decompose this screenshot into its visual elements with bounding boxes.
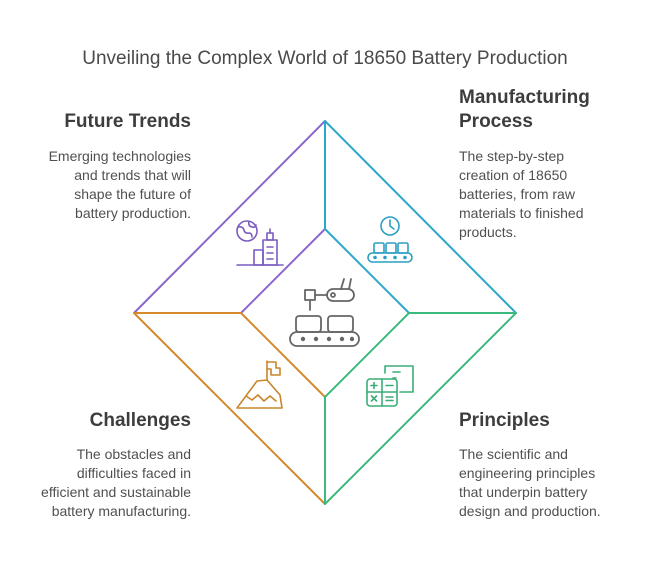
manufacturing-quadrant: [324, 120, 517, 314]
manufacturing-heading-line: Process: [459, 111, 533, 132]
calculator-document-icon: [366, 365, 414, 407]
challenges-description: The obstacles and difficulties faced in …: [41, 445, 191, 521]
manufacturing-desc-line: products.: [459, 224, 517, 240]
manufacturing-heading-line: Manufacturing: [459, 87, 590, 108]
principles-quadrant: [324, 312, 517, 505]
challenges-desc-line: The obstacles and: [76, 446, 191, 462]
future-trends-description: Emerging technologies and trends that wi…: [49, 147, 191, 223]
challenges-quadrant: [133, 312, 326, 505]
manufacturing-heading: Manufacturing Process: [459, 86, 590, 134]
future-trends-quadrant: [133, 120, 326, 314]
robot-arm-conveyor-icon: [289, 278, 360, 347]
manufacturing-desc-line: materials to finished: [459, 205, 584, 221]
challenges-desc-line: efficient and sustainable: [41, 484, 191, 500]
challenges-desc-line: difficulties faced in: [76, 465, 191, 481]
principles-desc-line: that underpin battery: [459, 484, 588, 500]
future-trends-desc-line: and trends that will: [74, 167, 191, 183]
manufacturing-desc-line: The step-by-step: [459, 148, 565, 164]
page-title: Unveiling the Complex World of 18650 Bat…: [82, 48, 568, 69]
future-trends-heading: Future Trends: [64, 111, 191, 132]
globe-buildings-icon: [236, 220, 284, 266]
challenges-heading: Challenges: [89, 410, 191, 431]
future-trends-desc-line: battery production.: [75, 205, 191, 221]
principles-heading: Principles: [459, 410, 550, 431]
principles-description: The scientific and engineering principle…: [459, 445, 601, 521]
challenges-desc-line: battery manufacturing.: [51, 503, 191, 519]
future-trends-desc-line: shape the future of: [74, 186, 191, 202]
manufacturing-description: The step-by-step creation of 18650 batte…: [459, 147, 584, 242]
manufacturing-desc-line: creation of 18650: [459, 167, 568, 183]
manufacturing-desc-line: batteries, from raw: [459, 186, 575, 202]
mountain-flag-icon: [236, 360, 283, 409]
clock-conveyor-icon: [367, 216, 413, 263]
principles-desc-line: engineering principles: [459, 465, 596, 481]
future-trends-desc-line: Emerging technologies: [48, 148, 191, 164]
principles-desc-line: The scientific and: [459, 446, 568, 462]
principles-desc-line: design and production.: [459, 503, 601, 519]
